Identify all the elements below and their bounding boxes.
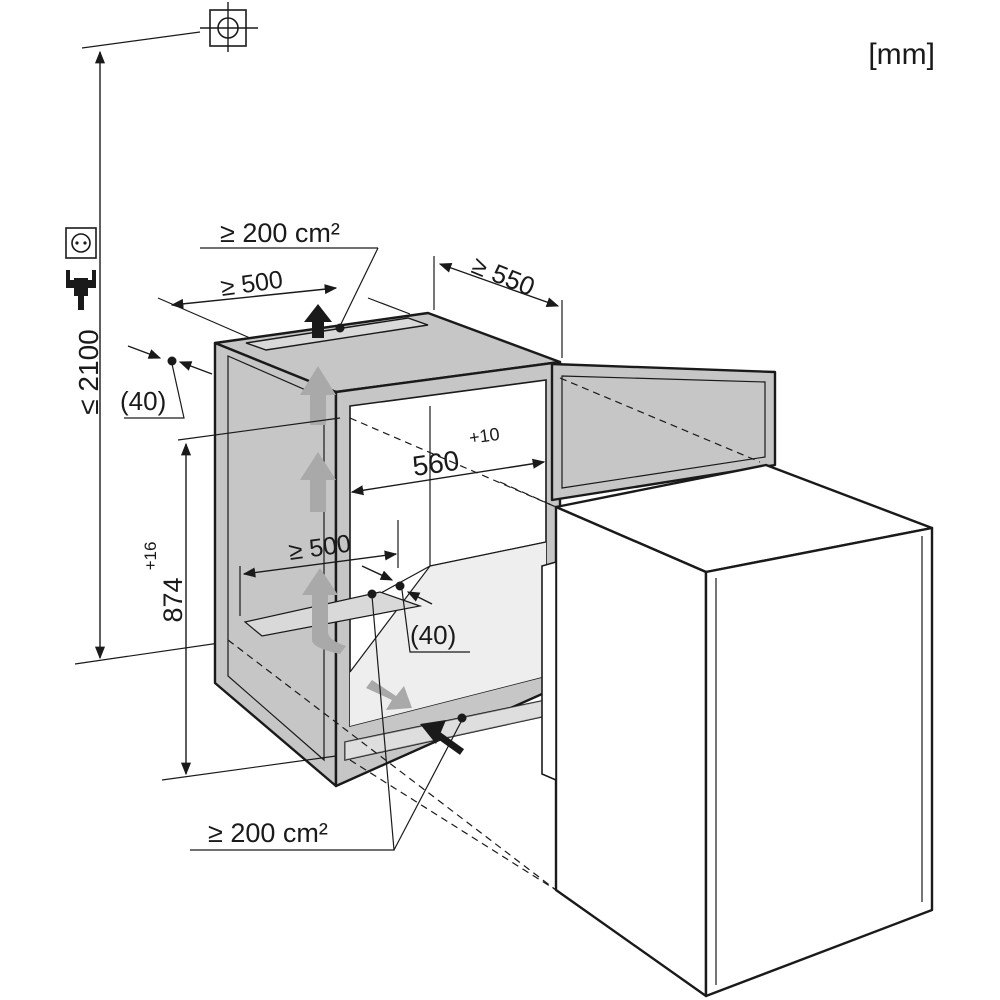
max-height-label: ≤ 2100 [73,329,104,414]
rear-gap-bottom-label: (40) [410,620,456,650]
ceiling-line [81,31,201,49]
unit-label: [mm] [868,38,935,71]
top-vent-area-label: ≥ 200 cm² [220,218,340,248]
ceiling-mount-icon [200,2,258,52]
bottom-vent-arrow [420,720,465,755]
bottom-vent-area-label: ≥ 200 cm² [208,818,328,848]
rear-gap-top-label: (40) [120,386,166,416]
air-flow-arrows [300,366,412,710]
top-depth-dimension-line [170,284,338,309]
appliance-body [541,463,934,998]
wall-socket-icon [65,227,97,259]
depth-dimension-line [438,263,560,307]
niche-height-label: 874 [158,577,188,622]
bottom-depth-dimension-line [242,550,398,578]
depth-label: ≥ 550 [468,250,539,302]
cabinet-niche [213,311,562,788]
power-plug-icon [66,270,96,310]
niche-width-dimension-line [350,458,546,496]
niche-height-tolerance: +16 [141,542,160,571]
niche-width-tolerance: +10 [468,424,501,448]
top-vent-arrow [304,304,332,338]
floor-line [74,639,241,665]
